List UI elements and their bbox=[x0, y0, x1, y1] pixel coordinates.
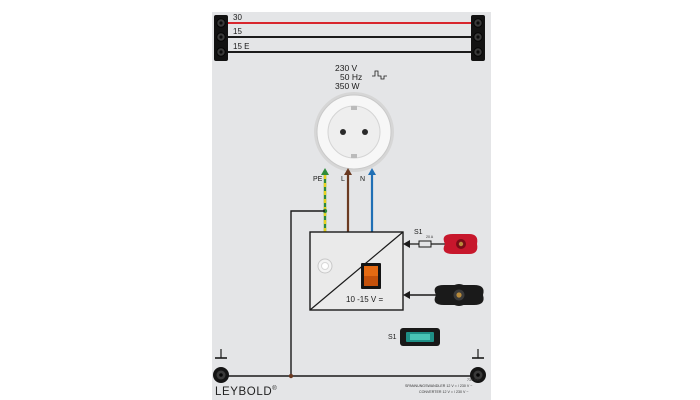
wire-label-n: N bbox=[360, 176, 366, 183]
wire-pe-arrow bbox=[321, 168, 329, 175]
title-english: CONVERTER 12 V = / 230 V ~ bbox=[419, 390, 469, 394]
wire-l-arrow bbox=[344, 168, 352, 175]
negative-terminal[interactable] bbox=[434, 284, 484, 306]
ground-symbol-right bbox=[472, 349, 484, 359]
converter-diagonal bbox=[309, 231, 404, 311]
wire-label-pe: PE bbox=[313, 176, 323, 183]
power-switch[interactable] bbox=[361, 263, 381, 289]
positive-terminal[interactable] bbox=[443, 234, 478, 254]
catalog-number: 739 951 bbox=[467, 378, 480, 382]
wire-label-l: L bbox=[341, 176, 345, 183]
rail-label-30: 30 bbox=[233, 13, 242, 22]
input-arrow-negative bbox=[403, 291, 410, 299]
fuse-holder-label: S1 bbox=[388, 334, 397, 341]
fuse-switch-label: S1 bbox=[414, 229, 423, 236]
rail-label-15: 15 bbox=[233, 27, 242, 36]
panel-drawing bbox=[213, 15, 486, 383]
fuse-switch-rating: 20 A bbox=[426, 235, 434, 239]
brand-logo: LEYBOLD® bbox=[215, 385, 278, 398]
fuse-holder[interactable] bbox=[400, 328, 440, 346]
left-rail-connectors[interactable] bbox=[214, 15, 228, 61]
ground-wire bbox=[290, 210, 325, 376]
indicator-lamp-lens bbox=[321, 262, 329, 270]
title-german: SPANNUNGSWANDLER 12 V = / 230 V ~ bbox=[405, 384, 473, 388]
power-socket[interactable] bbox=[314, 92, 394, 172]
spec-power: 350 W bbox=[335, 81, 360, 91]
converter-panel: 30 15 15 E 230 V 50 Hz 350 W PE L N 10 -… bbox=[212, 12, 491, 400]
ground-socket-left[interactable] bbox=[213, 367, 229, 383]
spec-voltage: 230 V bbox=[335, 63, 358, 73]
ground-socket-right[interactable] bbox=[470, 367, 486, 383]
wire-n-arrow bbox=[368, 168, 376, 175]
converter-output-label: 10 -15 V = bbox=[346, 295, 384, 304]
ground-junction bbox=[288, 373, 294, 379]
ground-symbol-left bbox=[215, 349, 227, 359]
rail-label-15e: 15 E bbox=[233, 42, 250, 51]
spec-frequency: 50 Hz bbox=[340, 72, 363, 82]
right-rail-connectors[interactable] bbox=[471, 15, 485, 61]
input-arrow-positive bbox=[403, 240, 410, 248]
fuse-symbol bbox=[418, 240, 432, 248]
ac-wave-icon bbox=[372, 70, 387, 80]
